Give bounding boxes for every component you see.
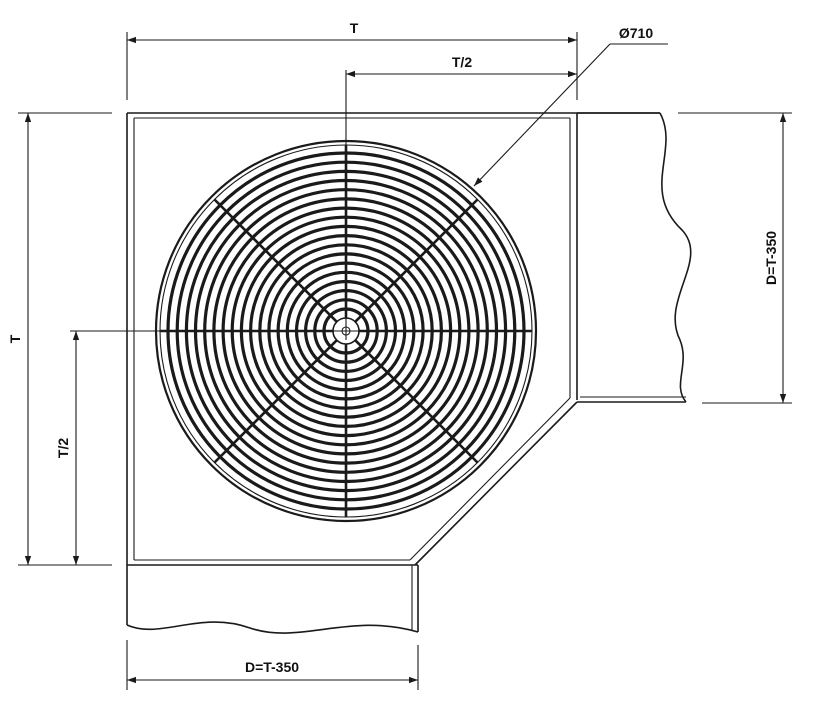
center-lines: [70, 70, 360, 340]
dim-left-half: T/2: [55, 331, 80, 565]
bottom-duct: [126, 565, 419, 634]
dim-top-overall: T: [126, 20, 578, 100]
dim-top-overall-label: T: [350, 20, 359, 36]
housing-outline: [126, 112, 660, 566]
guard-spoke: [213, 339, 338, 464]
guard-spoke: [354, 198, 479, 323]
dim-right-duct-label: D=T-350: [763, 231, 779, 285]
dim-bottom-duct: D=T-350: [126, 640, 419, 690]
guard-spoke: [213, 198, 338, 323]
dim-left-overall-label: T: [7, 334, 23, 343]
dim-left-half-label: T/2: [55, 438, 71, 458]
dim-top-half: T/2: [346, 54, 577, 78]
dim-bottom-duct-label: D=T-350: [245, 659, 299, 675]
dim-left-overall: T: [7, 112, 112, 566]
dim-top-half-label: T/2: [452, 54, 472, 70]
dim-right-duct: D=T-350: [678, 112, 792, 404]
dim-diameter: Ø710: [473, 25, 668, 187]
dim-diameter-label: Ø710: [619, 25, 653, 41]
right-duct: [577, 112, 692, 403]
guard-spoke: [354, 339, 479, 464]
